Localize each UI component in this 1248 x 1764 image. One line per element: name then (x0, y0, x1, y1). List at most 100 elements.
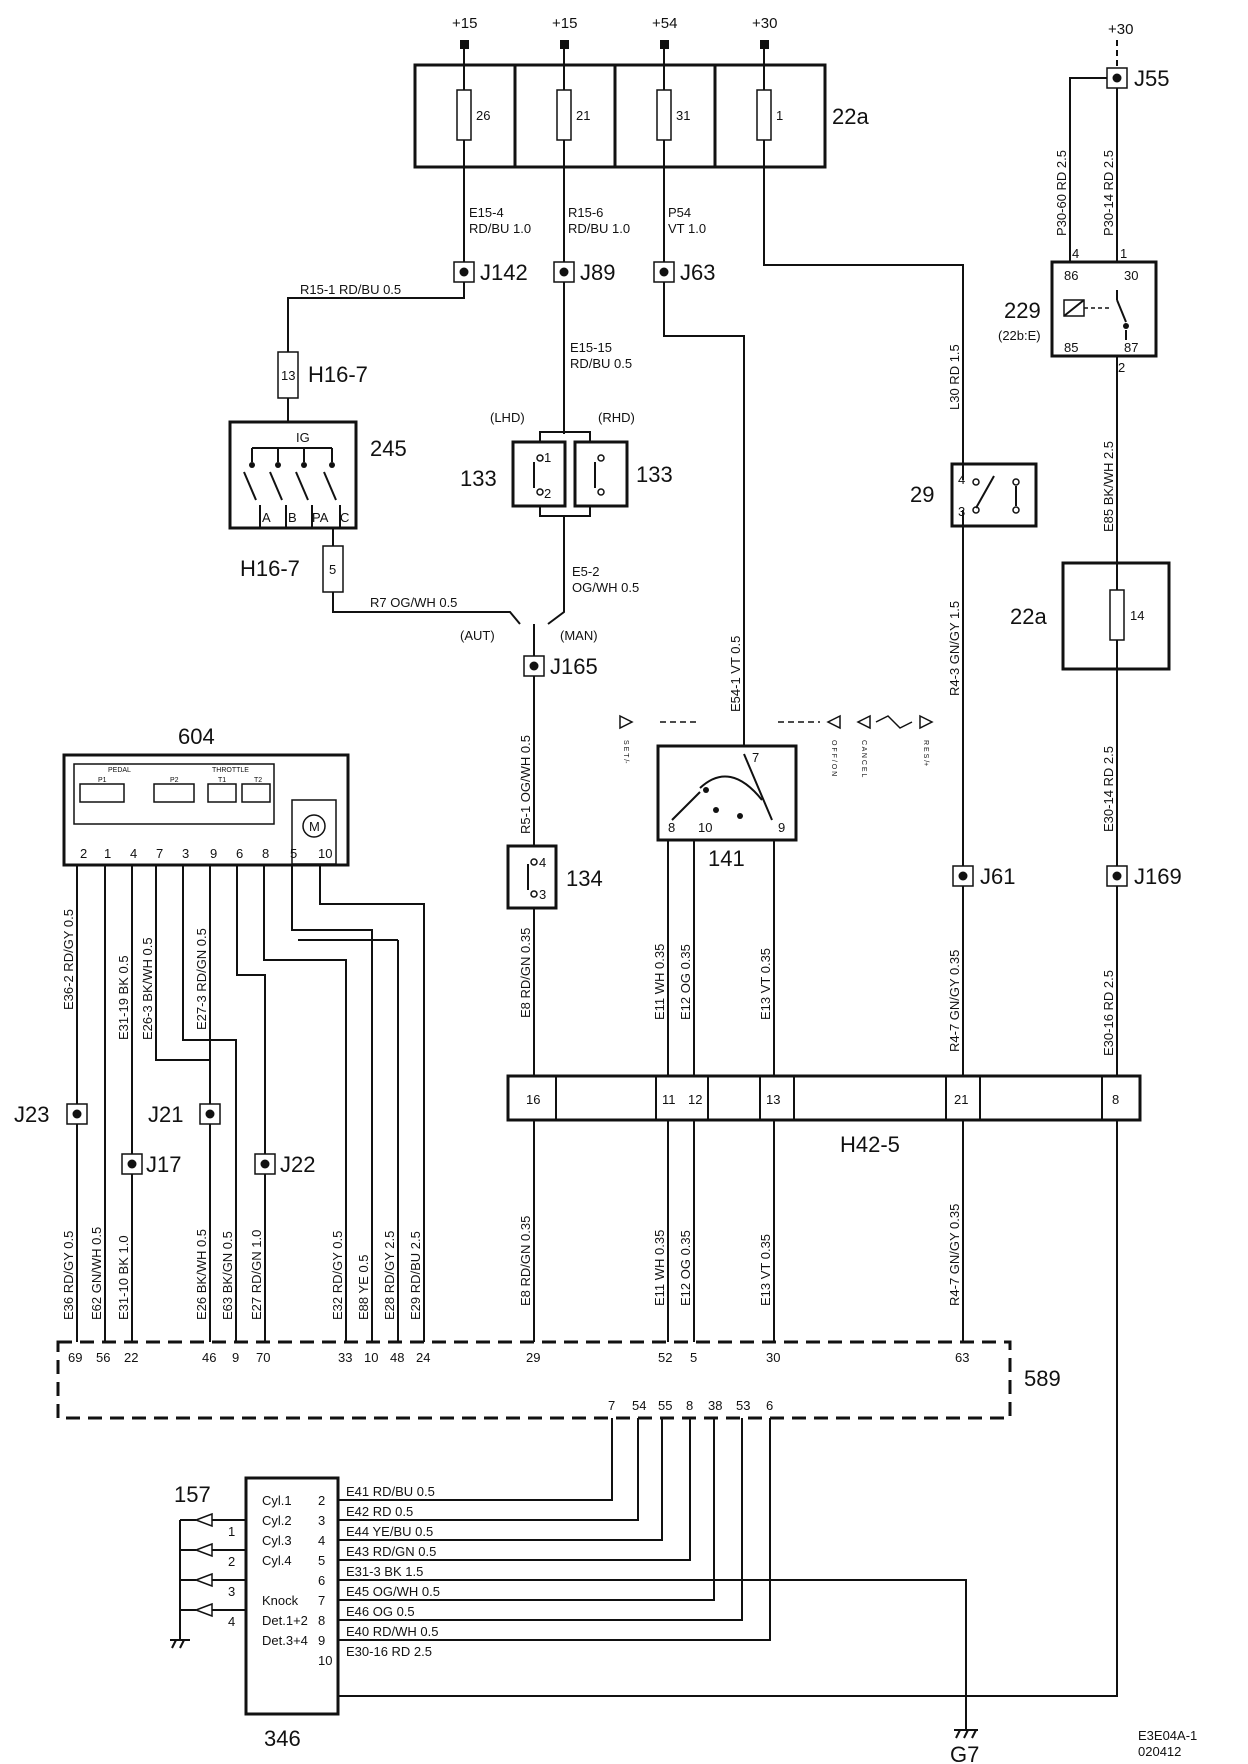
switch-29-outline (950, 462, 1038, 528)
joint-label-J89: J89 (580, 260, 615, 285)
control-module-589: 69 56 22 46 9 70 33 10 48 24 29 52 5 30 … (56, 1340, 1012, 1420)
ignition-module-row-pin: 8 (318, 1613, 325, 1628)
wire-label: E5-2 (572, 564, 599, 579)
res-marker (919, 714, 934, 730)
switch-blade (323, 471, 337, 501)
wire-e46 (338, 1418, 743, 1621)
supply-label-15a: +15 (452, 15, 477, 32)
wire (155, 865, 211, 1342)
t1-label: T1 (218, 777, 226, 784)
ignition-module-wire-label: E42 RD 0.5 (346, 1504, 413, 1519)
ignition-module-wire-label: E40 RD/WH 0.5 (346, 1624, 438, 1639)
switch-29: 4 3 (950, 455, 1038, 528)
ignition-module-wire-label: E31-3 BK 1.5 (346, 1564, 423, 1579)
joint-label-J17: J17 (146, 1152, 181, 1177)
ignition-module-row-pin: 5 (318, 1553, 325, 1568)
wire-label: E62 GN/WH 0.5 (89, 1227, 104, 1320)
joint-label-J22: J22 (280, 1152, 315, 1177)
res-label: R E S /+ (922, 740, 929, 766)
pin-label: 87 (1124, 340, 1138, 355)
ignition-module-row-pin: 7 (318, 1593, 325, 1608)
joint-dot (659, 267, 669, 277)
brake-switch-133: (LHD) (RHD) 1 2 133 133 (460, 410, 673, 517)
drawing-date: 020412 (1138, 1744, 1181, 1759)
supply-terminal-30 (760, 40, 769, 49)
pin-label: 55 (658, 1398, 672, 1413)
switch-blade (269, 471, 283, 501)
pin-label: 2 (1118, 360, 1125, 375)
component-label-604: 604 (178, 724, 215, 749)
pedal-label: PEDAL (108, 767, 131, 774)
wire-label: E27 RD/GN 1.0 (249, 1230, 264, 1320)
pin-label: 5 (329, 562, 336, 577)
component-label-157: 157 (174, 1482, 211, 1507)
wire-label: R5-1 OG/WH 0.5 (518, 735, 533, 834)
ignition-module-row-pin: 3 (318, 1513, 325, 1528)
wire-r7 (332, 592, 521, 625)
pin-label: 30 (766, 1350, 780, 1365)
pin-label: 86 (1064, 268, 1078, 283)
wire-label: R4-7 GN/GY 0.35 (947, 1204, 962, 1306)
switch-contact (737, 813, 743, 819)
sensor-604-pins: 2 1 4 7 3 9 6 8 5 10 (80, 846, 332, 861)
wire-e44 (338, 1418, 663, 1541)
wire-label: E11 WH 0.35 (652, 944, 667, 1020)
pin-label: 5 (690, 1350, 697, 1365)
ignition-switch-outline (228, 420, 358, 530)
joint-label-J61: J61 (980, 864, 1015, 889)
joint-dot (1112, 871, 1122, 881)
pin-label: 4 (958, 472, 965, 487)
set-marker (619, 714, 634, 730)
pin-label: 7 (156, 846, 163, 861)
wire-label: E36 RD/GY 0.5 (61, 1231, 76, 1320)
switch-contact (329, 462, 335, 468)
throttle-sensor-t2 (241, 783, 271, 803)
ignition-switch-245: IG A B PA C 245 (228, 420, 407, 530)
joint-dot (205, 1109, 215, 1119)
ground-symbol (971, 1729, 977, 1739)
wire-label: E36-2 RD/GY 0.5 (61, 909, 76, 1010)
switch-contact (530, 858, 538, 866)
joint-label-J23: J23 (14, 1102, 49, 1127)
pin-label: 54 (632, 1398, 646, 1413)
ignition-module-row-pin: 4 (318, 1533, 325, 1548)
component-label-133-right: 133 (636, 462, 673, 487)
pin-label: 46 (202, 1350, 216, 1365)
plug-number: 4 (228, 1614, 235, 1629)
supply-terminal-54 (660, 40, 669, 49)
relay-229: 86 30 85 87 (1050, 260, 1158, 358)
switch-position-a: A (262, 510, 271, 525)
wire-label: P54 (668, 205, 691, 220)
throttle-sensor-t1 (207, 783, 237, 803)
supply-terminal-15a (460, 40, 469, 49)
switch-contact (275, 462, 281, 468)
pin-label: 2 (544, 486, 551, 501)
supply-label-30: +30 (752, 15, 777, 32)
wire-e42 (338, 1418, 639, 1521)
wire (319, 865, 425, 1342)
throttle-motor (302, 814, 326, 838)
pin-label: 16 (526, 1092, 540, 1107)
switch-position-pa: PA (312, 510, 329, 525)
fuse-1 (756, 89, 772, 141)
switch-contact (249, 462, 255, 468)
pin-label: 24 (416, 1350, 430, 1365)
wire-e40 (338, 1418, 771, 1641)
switch-blade (295, 471, 309, 501)
wire-e43 (338, 1418, 691, 1561)
switch-contact (597, 488, 605, 496)
switch-contact (703, 787, 709, 793)
ignition-module-wires (338, 1418, 967, 1730)
pin-label: 29 (526, 1350, 540, 1365)
cancel-marker (856, 714, 871, 730)
component-label-245: 245 (370, 436, 407, 461)
fuse-number-26: 26 (476, 108, 490, 123)
wire-label: RD/BU 1.0 (469, 221, 531, 236)
component-label-141: 141 (708, 846, 745, 871)
joint-label-J55: J55 (1134, 66, 1169, 91)
pin-label: 3 (182, 846, 189, 861)
pin-label: 4 (130, 846, 137, 861)
pin-label: 9 (210, 846, 217, 861)
ignition-module-row-name: Cyl.3 (262, 1533, 292, 1548)
supply-label-15b: +15 (552, 15, 577, 32)
